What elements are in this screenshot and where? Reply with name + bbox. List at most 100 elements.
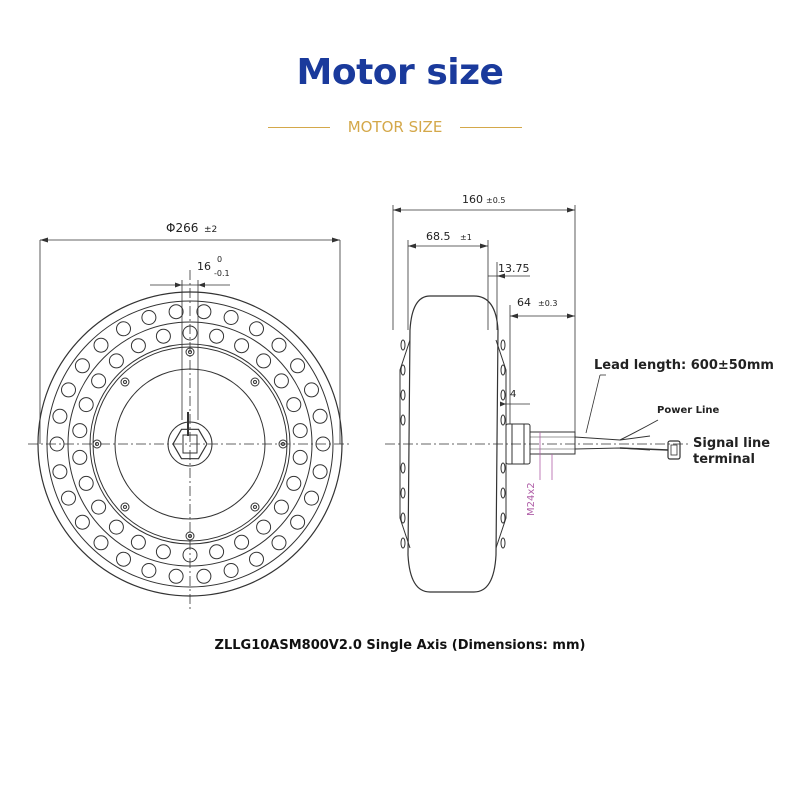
tire-profile [407, 295, 499, 593]
vent-hole [196, 568, 212, 584]
power-line-wire [619, 419, 659, 441]
shaft-step-label: 4 [510, 389, 516, 400]
side-slot [400, 339, 406, 351]
side-slot [400, 364, 406, 376]
vent-hole [49, 436, 65, 452]
side-view [385, 295, 690, 593]
vent-hole [130, 534, 146, 550]
vent-hole [168, 568, 184, 584]
vent-hole [223, 310, 239, 325]
axle-flat [182, 434, 198, 454]
lead-length-leader [585, 374, 601, 434]
vent-hole [234, 534, 250, 550]
subtitle-row: MOTOR SIZE [0, 118, 800, 138]
rim-band-circle [89, 343, 291, 545]
subtitle-rule-left [268, 127, 330, 128]
left-offset-label: 68.5 [426, 230, 451, 243]
vent-hole [249, 551, 264, 567]
vent-hole [182, 325, 198, 341]
vent-hole [52, 464, 68, 480]
vent-hole [108, 519, 124, 535]
hub-bolts [92, 347, 288, 541]
vent-hole [304, 382, 319, 398]
axle-shaft [529, 431, 576, 455]
side-slot [400, 487, 406, 499]
side-slot [500, 339, 506, 351]
vent-hole [290, 358, 306, 374]
rim-outer-circle [67, 321, 313, 567]
vent-hole [234, 338, 250, 354]
side-slot [400, 414, 406, 426]
vent-hole [292, 423, 308, 439]
front-dimensions [39, 237, 341, 444]
page-title: Motor size [296, 52, 504, 93]
right-offset-label: 64 [517, 296, 531, 309]
vent-hole [209, 544, 225, 560]
vent-hole [223, 563, 239, 578]
vent-hole [74, 358, 90, 374]
vent-hole [155, 544, 171, 560]
side-slot [400, 512, 406, 524]
axle-hex-nut [172, 428, 208, 460]
vent-hole [155, 328, 171, 344]
vent-hole [290, 514, 306, 530]
vent-hole [141, 310, 157, 325]
side-slot [400, 537, 406, 549]
side-slot [500, 462, 506, 474]
shaft-tol-upper: 0 [217, 255, 222, 264]
tire-inner-circle [46, 300, 334, 588]
vent-hole [93, 535, 109, 551]
vent-hole [72, 423, 88, 439]
vent-hole [312, 408, 328, 424]
tire-outer-circle [37, 291, 343, 597]
diameter-tolerance: ±2 [204, 225, 217, 235]
thread-label: M24x2 [526, 482, 537, 516]
vent-hole [91, 499, 107, 515]
subtitle: MOTOR SIZE [347, 118, 443, 136]
vent-hole [292, 449, 308, 465]
vent-hole [312, 464, 328, 480]
vent-hole [78, 397, 94, 413]
flange-offset-label: 13.75 [498, 262, 530, 275]
vent-hole [273, 373, 289, 389]
side-slot [500, 487, 506, 499]
vent-hole [271, 337, 287, 353]
vent-hole [116, 551, 131, 567]
vent-hole [315, 436, 331, 452]
vent-hole [72, 449, 88, 465]
vent-hole [271, 535, 287, 551]
vent-hole [61, 382, 76, 398]
vent-hole [256, 353, 272, 369]
subtitle-rule-right [460, 127, 522, 128]
vent-hole [91, 373, 107, 389]
vent-hole [74, 514, 90, 530]
vent-hole [141, 563, 157, 578]
thread-dimension [539, 432, 553, 480]
vent-hole [273, 499, 289, 515]
signal-terminal-icon [667, 440, 681, 460]
right-offset-tol: ±0.3 [538, 299, 557, 308]
side-slot [400, 462, 406, 474]
vent-hole [168, 304, 184, 320]
vent-hole [93, 337, 109, 353]
signal-line-wire [619, 447, 669, 451]
vent-hole [196, 304, 212, 320]
vent-hole [249, 321, 264, 337]
vent-hole [61, 490, 76, 506]
vent-hole [52, 408, 68, 424]
vent-hole [130, 338, 146, 354]
vent-hole [286, 397, 302, 413]
vent-hole [116, 321, 131, 337]
shaft-label: 16 [197, 260, 211, 273]
shaft-tol-lower: -0.1 [214, 269, 230, 278]
left-flange [399, 339, 411, 549]
front-view [28, 270, 350, 610]
side-slot [500, 537, 506, 549]
lead-length-callout: Lead length: 600±50mm [594, 358, 774, 373]
side-slot [500, 389, 506, 401]
power-line-callout: Power Line [657, 405, 720, 416]
diameter-label: Φ266 [166, 221, 198, 235]
cable-bundle [574, 435, 651, 451]
vent-hole [209, 328, 225, 344]
